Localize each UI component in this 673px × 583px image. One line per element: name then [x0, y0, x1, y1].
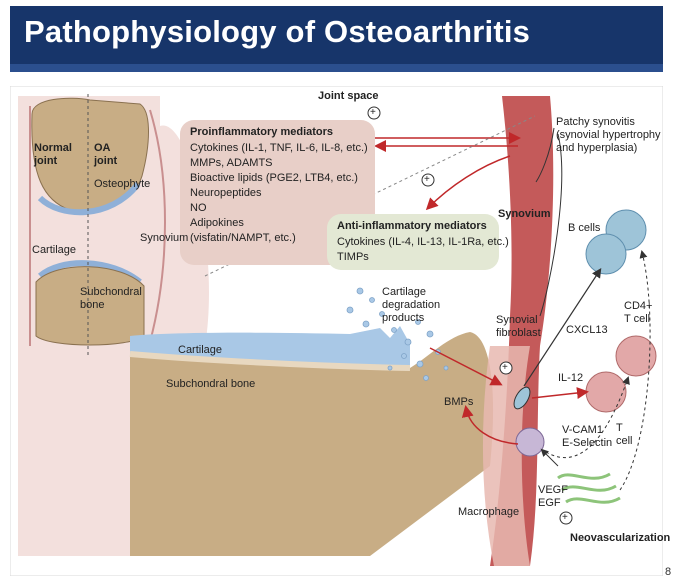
plus-vegf: + [562, 511, 568, 524]
anti-inflammatory-heading: Anti-inflammatory mediators [337, 220, 487, 233]
t-cell-shape [586, 372, 626, 412]
cd4-t-cell-label: CD4+ T cell [624, 300, 652, 326]
vegf-label: VEGF EGF [538, 484, 568, 510]
normal-joint-label: Normal joint [34, 142, 72, 168]
bmps-label: BMPs [444, 396, 473, 409]
plus-fibroblast: + [502, 361, 508, 374]
osteoarthritis-diagram: Proinflammatory mediators Cytokines (IL-… [10, 86, 663, 576]
subchondral-inset-label: Subchondral bone [80, 286, 142, 312]
page-title: Pathophysiology of Osteoarthritis [24, 14, 530, 50]
title-bar-shade [10, 64, 663, 72]
pro-line-6: Adipokines [190, 217, 244, 230]
anti-line-1: Cytokines (IL-4, IL-13, IL-1Ra, etc.) [337, 236, 509, 249]
pro-line-7: (visfatin/NAMPT, etc.) [190, 232, 296, 245]
joint-space-label: Joint space [318, 90, 379, 103]
cartilage-label: Cartilage [178, 344, 222, 357]
neovascularization-label: Neovascularization [570, 532, 670, 545]
macrophage-label: Macrophage [458, 506, 519, 519]
synovial-fibroblast-label: Synovial fibroblast [496, 314, 541, 340]
proinflammatory-heading: Proinflammatory mediators [190, 126, 333, 139]
synovium-inset-label: Synovium [140, 232, 188, 245]
il12-label: IL-12 [558, 372, 583, 385]
oa-joint-label: OA joint [94, 142, 117, 168]
vcam-label: V-CAM1 E-Selectin [562, 424, 612, 450]
anti-inflammatory-box: Anti-inflammatory mediators Cytokines (I… [327, 214, 499, 270]
synovium-label: Synovium [498, 208, 551, 221]
plus-joint: + [370, 106, 376, 119]
osteophyte-label: Osteophyte [94, 178, 150, 191]
macrophage-shape [516, 428, 544, 456]
title-bar: Pathophysiology of Osteoarthritis [10, 6, 663, 72]
patchy-synovitis-label: Patchy synovitis (synovial hypertrophy a… [556, 116, 661, 155]
subchondral-bone-label: Subchondral bone [166, 378, 255, 391]
b-cells-label: B cells [568, 222, 600, 235]
pro-line-3: Bioactive lipids (PGE2, LTB4, etc.) [190, 172, 358, 185]
t-cell-label: T cell [616, 422, 633, 448]
cartilage-inset-label: Cartilage [32, 244, 76, 257]
pro-line-1: Cytokines (IL-1, TNF, IL-6, IL-8, etc.) [190, 142, 368, 155]
pro-line-2: MMPs, ADAMTS [190, 157, 273, 170]
cxcl13-label: CXCL13 [566, 324, 608, 337]
pro-line-4: Neuropeptides [190, 187, 262, 200]
cartilage-degradation-label: Cartilage degradation products [382, 286, 440, 325]
pro-line-5: NO [190, 202, 207, 215]
page-number: 8 [665, 566, 671, 578]
plus-anti: + [424, 173, 430, 186]
anti-line-2: TIMPs [337, 251, 369, 264]
